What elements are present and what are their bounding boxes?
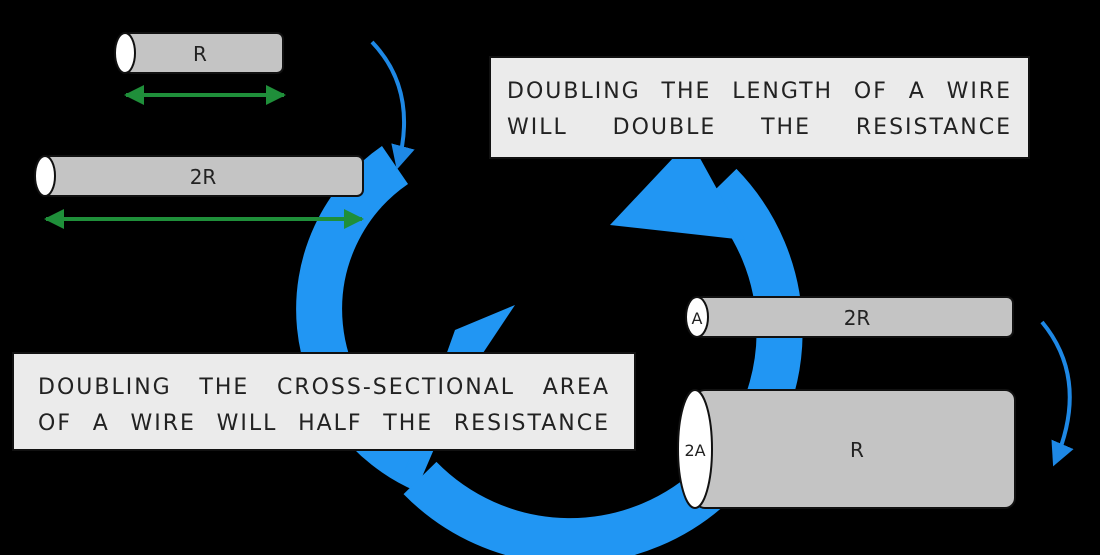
wire-r: R [114, 32, 284, 74]
wire-resistance-label: 2R [844, 306, 871, 330]
wire-thick-r: 2A R [677, 389, 1016, 509]
wire-thin-2r: A 2R [685, 296, 1014, 338]
wire-resistance-label: 2R [190, 165, 217, 189]
wire-resistance-label: R [193, 42, 207, 66]
curved-arrow-icon [1040, 320, 1074, 467]
wire-2r: 2R [34, 155, 364, 197]
curved-arrow-icon [370, 40, 415, 170]
length-statement-line-1: DOUBLING THE LENGTH OF A WIRE [507, 79, 1012, 104]
area-statement-line-1: DOUBLING THE CROSS-SECTIONAL AREA [38, 375, 610, 400]
area-statement-line-2: OF A WIRE WILL HALF THE RESISTANCE [38, 411, 610, 436]
length-statement-box: DOUBLING THE LENGTH OF A WIRE WILL DOUBL… [489, 56, 1030, 159]
wire-resistance-label: R [850, 438, 864, 462]
length-statement-line-2: WILL DOUBLE THE RESISTANCE [507, 115, 1012, 140]
area-statement-box: DOUBLING THE CROSS-SECTIONAL AREA OF A W… [12, 352, 636, 451]
cross-section-label: A [692, 309, 703, 328]
cross-section-label: 2A [684, 441, 705, 460]
